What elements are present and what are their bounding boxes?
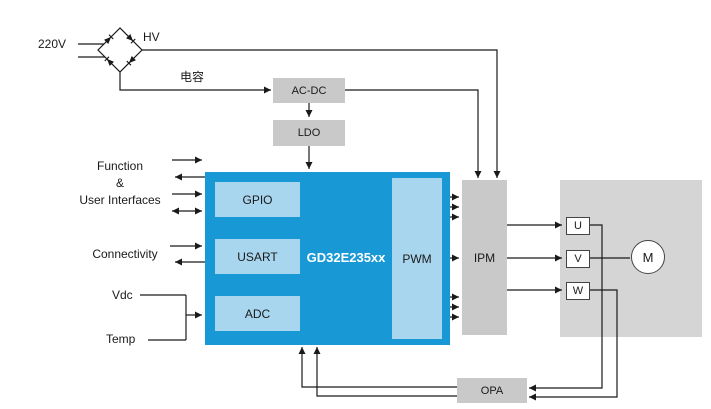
diode-icon xyxy=(104,56,114,66)
wire-opa-to-adc2 xyxy=(313,347,457,397)
rectifier-bridge-outline xyxy=(97,27,143,73)
ldo-block: LDO xyxy=(273,120,345,146)
function-label-line3: User Interfaces xyxy=(79,193,161,207)
temp-label: Temp xyxy=(106,332,136,346)
vdc-label: Vdc xyxy=(112,288,133,302)
adc-block: ADC xyxy=(215,296,300,331)
mcu-name-label: GD32E235xx xyxy=(306,250,386,265)
phase-w-terminal: W xyxy=(566,282,590,300)
function-label-line1: Function xyxy=(96,159,144,173)
capacitor-label: 电容 xyxy=(180,70,205,84)
pwm-block: PWM xyxy=(392,178,442,339)
diode-icon xyxy=(126,56,136,66)
wire-bridge-to-acdc xyxy=(119,72,271,94)
function-interfaces-label: Function & User Interfaces xyxy=(66,158,174,209)
connectivity-label: Connectivity xyxy=(92,247,158,261)
wire-hv-to-ipm xyxy=(142,49,501,178)
gpio-block: GPIO xyxy=(215,182,300,217)
usart-block: USART xyxy=(215,239,300,274)
wire-opa-to-adc1 xyxy=(298,347,457,388)
wire-u-shunt-to-opa xyxy=(529,224,603,392)
opa-block: OPA xyxy=(457,378,527,403)
function-label-line2: & xyxy=(115,176,124,190)
wire-w-shunt-to-opa xyxy=(529,289,618,401)
diode-icon xyxy=(126,34,136,44)
ipm-block: IPM xyxy=(462,180,507,335)
mains-voltage-label: 220V xyxy=(38,37,67,51)
mcu-block: GPIO USART ADC GD32E235xx PWM xyxy=(205,172,450,345)
phase-v-terminal: V xyxy=(566,250,590,268)
motor-icon: M xyxy=(631,240,665,274)
hv-label: HV xyxy=(143,30,160,44)
acdc-block: AC-DC xyxy=(273,78,345,103)
wire-acdc-to-ipm xyxy=(345,89,482,178)
diode-icon xyxy=(104,34,114,44)
phase-u-terminal: U xyxy=(566,217,590,235)
